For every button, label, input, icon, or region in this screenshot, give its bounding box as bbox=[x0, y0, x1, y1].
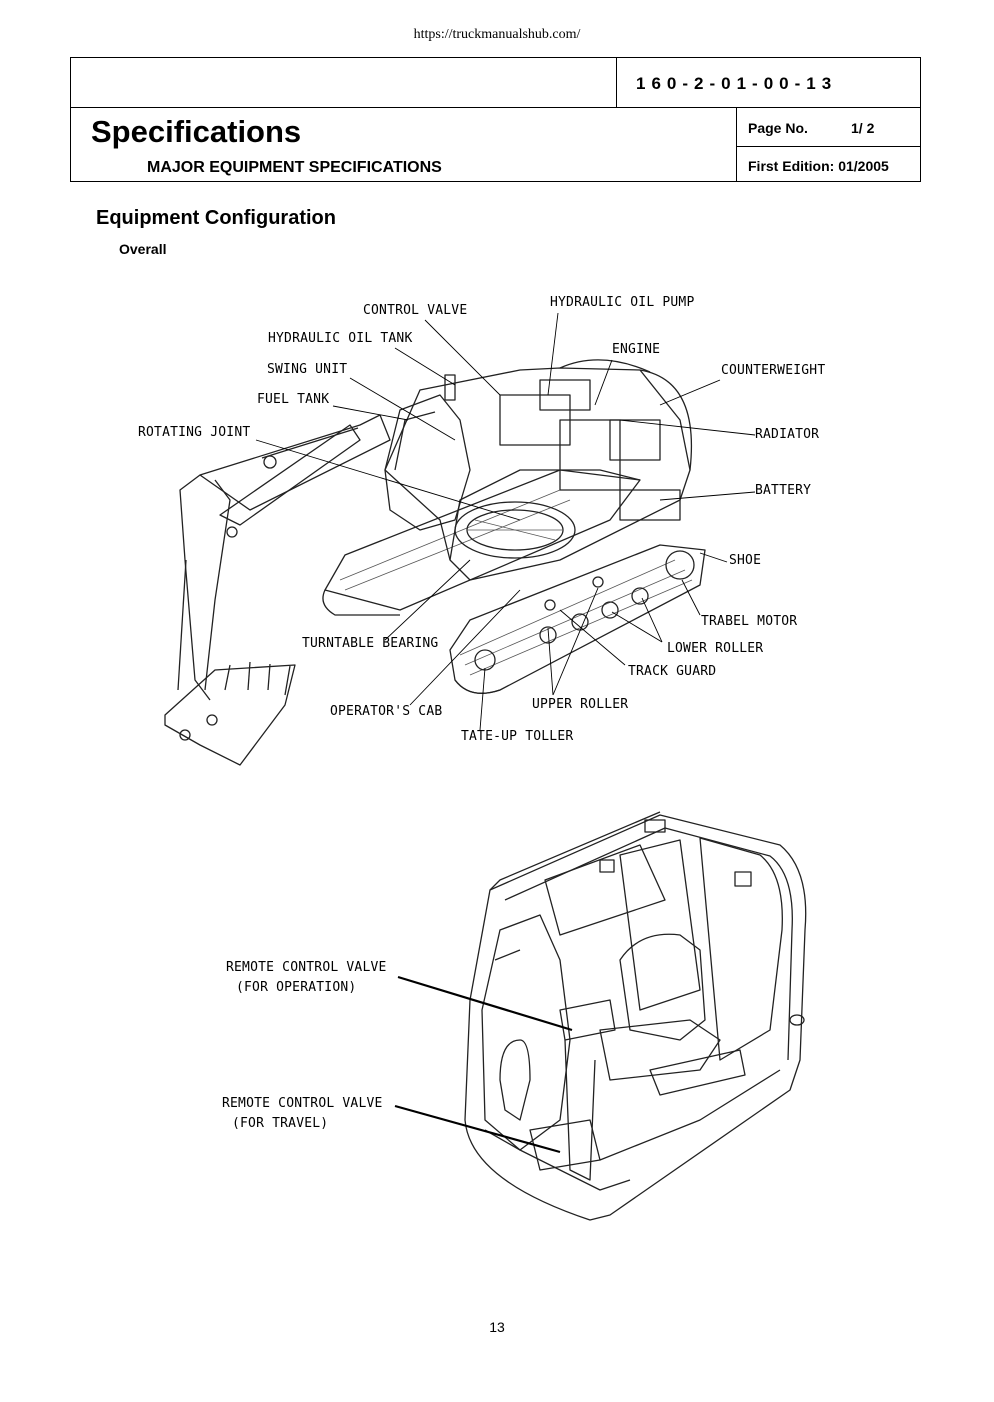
section-subtitle: Overall bbox=[119, 241, 167, 257]
label-control-valve: CONTROL VALVE bbox=[363, 303, 468, 318]
page-number: 13 bbox=[489, 1319, 505, 1335]
section-title: Equipment Configuration bbox=[96, 207, 336, 229]
label-fuel-tank: FUEL TANK bbox=[257, 392, 330, 407]
label-hydraulic-oil-pump: HYDRAULIC OIL PUMP bbox=[550, 295, 695, 310]
page-subtitle: MAJOR EQUIPMENT SPECIFICATIONS bbox=[147, 159, 442, 176]
header-divider bbox=[736, 107, 737, 181]
label-rcv-operation-line2: (FOR OPERATION) bbox=[236, 980, 357, 995]
header-divider bbox=[616, 58, 617, 107]
label-shoe: SHOE bbox=[729, 553, 762, 568]
label-track-guard: TRACK GUARD bbox=[628, 664, 717, 679]
label-upper-roller: UPPER ROLLER bbox=[532, 697, 629, 712]
label-counterweight: COUNTERWEIGHT bbox=[721, 363, 826, 378]
header-divider bbox=[71, 107, 920, 108]
label-rcv-travel-line1: REMOTE CONTROL VALVE bbox=[222, 1096, 383, 1111]
source-url: https://truckmanualshub.com/ bbox=[413, 27, 581, 42]
header-divider bbox=[736, 146, 920, 147]
label-battery: BATTERY bbox=[755, 483, 812, 498]
label-hydraulic-oil-tank: HYDRAULIC OIL TANK bbox=[268, 331, 413, 346]
label-tate-up-toller: TATE-UP TOLLER bbox=[461, 729, 574, 744]
label-trabel-motor: TRABEL MOTOR bbox=[701, 614, 798, 629]
label-lower-roller: LOWER ROLLER bbox=[667, 641, 764, 656]
document-header: 160-2-01-00-13 Specifications MAJOR EQUI… bbox=[70, 57, 921, 182]
excavator-diagram bbox=[164, 312, 756, 766]
label-operators-cab: OPERATOR'S CAB bbox=[330, 704, 443, 719]
label-rcv-travel-line2: (FOR TRAVEL) bbox=[232, 1116, 329, 1131]
page-title: Specifications bbox=[91, 114, 302, 149]
label-engine: ENGINE bbox=[612, 342, 661, 357]
label-turntable-bearing: TURNTABLE BEARING bbox=[302, 636, 439, 651]
label-radiator: RADIATOR bbox=[755, 427, 820, 442]
page-no-label: Page No. bbox=[748, 120, 808, 136]
edition-label: First Edition: 01/2005 bbox=[748, 158, 889, 174]
label-rcv-operation-line1: REMOTE CONTROL VALVE bbox=[226, 960, 387, 975]
page-no-value: 1/ 2 bbox=[851, 120, 875, 136]
label-rotating-joint: ROTATING JOINT bbox=[138, 425, 251, 440]
label-swing-unit: SWING UNIT bbox=[267, 362, 348, 377]
document-code: 160-2-01-00-13 bbox=[636, 74, 838, 93]
